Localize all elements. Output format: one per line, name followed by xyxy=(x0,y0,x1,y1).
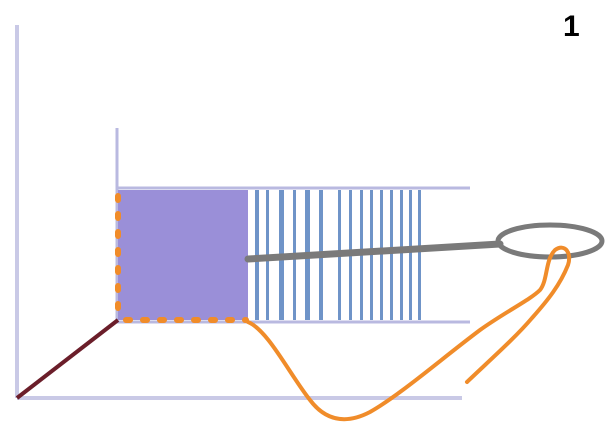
gray-handle xyxy=(244,240,504,263)
stripe-bar xyxy=(400,190,403,320)
stripe-bar xyxy=(390,190,393,320)
dotted-outline xyxy=(115,193,249,323)
diagonal-line xyxy=(15,318,120,400)
panel-number: 1 xyxy=(563,10,580,43)
gray-handle-group xyxy=(244,222,605,263)
stripe-bar xyxy=(409,190,412,320)
stripe-bar xyxy=(380,190,383,320)
stripe-bar xyxy=(418,190,421,320)
purple-block xyxy=(118,190,248,320)
orange-curve xyxy=(246,245,572,422)
gray-ellipse xyxy=(495,222,605,260)
outer-axes xyxy=(15,25,462,400)
